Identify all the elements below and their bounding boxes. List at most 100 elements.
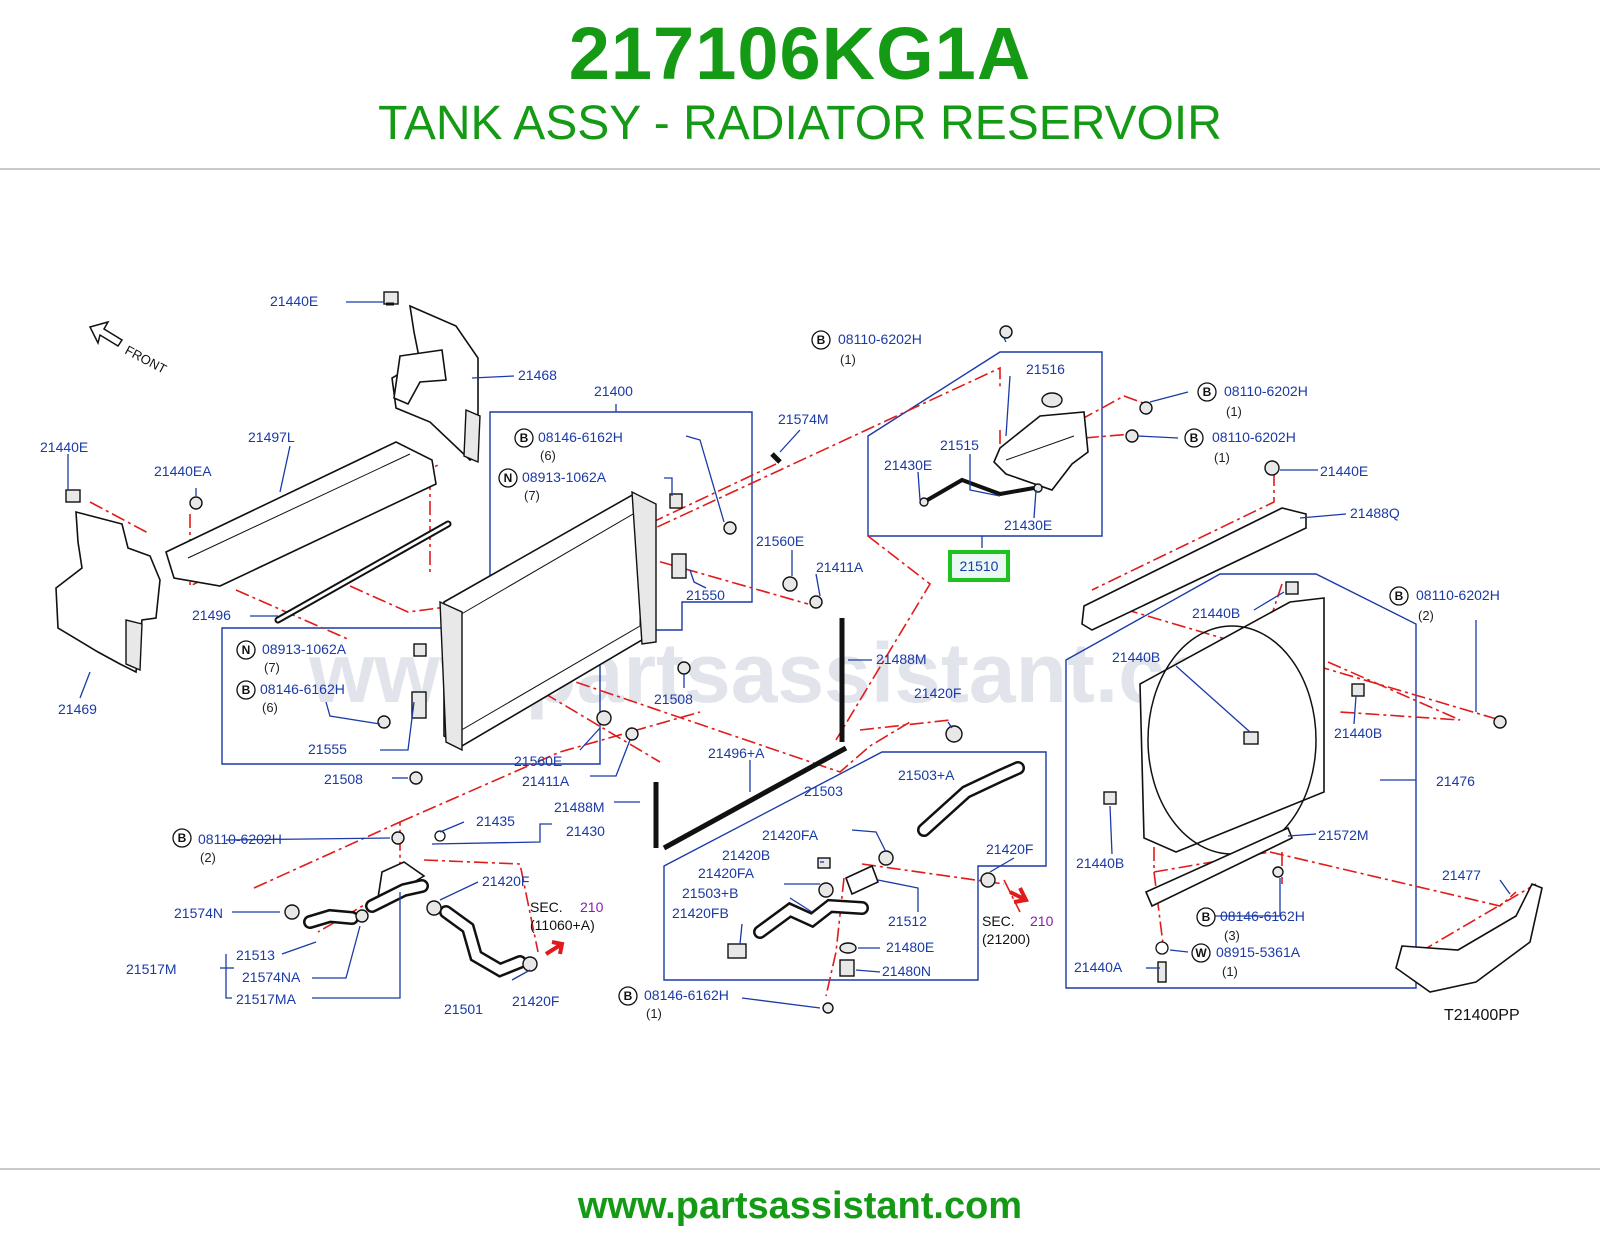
svg-text:B: B xyxy=(520,431,529,445)
sec-a-reference: (11060+A) xyxy=(530,917,595,933)
upper-panel-21497L xyxy=(165,441,437,587)
fan-shroud xyxy=(1139,597,1325,855)
footer-divider xyxy=(0,1168,1600,1170)
qty-08146-a: (6) xyxy=(540,448,556,463)
label-21440B-c: 21440B xyxy=(1334,725,1382,741)
lower-guide-21477 xyxy=(1395,882,1543,993)
clamp-21420F-a xyxy=(945,725,963,743)
page-footer: www.partsassistant.com xyxy=(0,1172,1600,1240)
reservoir-tank xyxy=(993,411,1089,491)
highlighted-part-label[interactable]: 21510 xyxy=(960,558,999,574)
part-number-title: 217106KG1A xyxy=(568,12,1032,95)
bolt-08146-b xyxy=(377,715,391,729)
qty-08110-c: (1) xyxy=(1214,450,1230,465)
label-21430E-b: 21430E xyxy=(1004,517,1052,533)
label-21430: 21430 xyxy=(566,823,605,839)
label-21440EA: 21440EA xyxy=(154,463,212,479)
label-21512: 21512 xyxy=(888,913,927,929)
washer-08915 xyxy=(1155,941,1169,955)
qty-08110-b: (1) xyxy=(1226,404,1242,419)
clamp-21574N xyxy=(284,904,300,920)
label-21503A: 21503+A xyxy=(898,767,955,783)
washer-21560E-b xyxy=(596,710,612,726)
bolt-08146-c xyxy=(1272,866,1284,878)
label-08913-a: 08913-1062A xyxy=(522,469,607,485)
label-21496: 21496 xyxy=(192,607,231,623)
bolt-08110-b xyxy=(1139,401,1153,415)
label-21574NA: 21574NA xyxy=(242,969,301,985)
gasket-21480E xyxy=(839,942,857,954)
clip-21440E-c xyxy=(1264,460,1280,476)
label-21560E-b: 21560E xyxy=(514,753,562,769)
svg-text:B: B xyxy=(624,989,633,1003)
label-21420F-a: 21420F xyxy=(914,685,961,701)
sec-arrow-a-icon xyxy=(544,940,565,956)
clamp-21420F-c xyxy=(426,900,442,916)
label-21497L: 21497L xyxy=(248,429,295,445)
label-21411A-b: 21411A xyxy=(522,773,570,789)
clip-21440B-a xyxy=(1285,581,1299,595)
clamp-21574NA xyxy=(355,909,369,923)
clip-08913-b xyxy=(413,643,427,657)
qty-08146-c: (3) xyxy=(1224,928,1240,943)
clip-21435 xyxy=(434,830,446,842)
label-21468: 21468 xyxy=(518,367,557,383)
label-08146-d: 08146-6162H xyxy=(644,987,729,1003)
label-21503: 21503 xyxy=(804,783,843,799)
label-21572M: 21572M xyxy=(1318,827,1369,843)
label-21574M: 21574M xyxy=(778,411,829,427)
sec-a-word: SEC. xyxy=(530,899,563,915)
label-21440B-a: 21440B xyxy=(1192,605,1240,621)
hose-group-box xyxy=(663,751,1047,981)
label-21430E-a: 21430E xyxy=(884,457,932,473)
bracket-top-right xyxy=(669,493,683,509)
label-21515: 21515 xyxy=(940,437,979,453)
label-21480N: 21480N xyxy=(882,963,931,979)
label-21501: 21501 xyxy=(444,1001,483,1017)
fan-shroud-group-box xyxy=(1065,573,1417,989)
leader-lines xyxy=(67,301,1511,1009)
highlighted-part-box[interactable] xyxy=(948,550,1010,582)
qty-08146-b: (6) xyxy=(262,700,278,715)
label-21488M-a: 21488M xyxy=(876,651,927,667)
label-21440E-c: 21440E xyxy=(1320,463,1368,479)
front-arrow-icon xyxy=(88,320,124,348)
bushing-21508-a xyxy=(677,661,691,675)
svg-text:B: B xyxy=(242,683,251,697)
label-21555: 21555 xyxy=(308,741,347,757)
connector-21512 xyxy=(844,864,880,896)
panel-21488Q xyxy=(1081,507,1307,631)
label-21420FA-a: 21420FA xyxy=(762,827,819,843)
svg-text:B: B xyxy=(817,333,826,347)
plug-21480N xyxy=(839,959,855,977)
sec-a-number: 210 xyxy=(580,899,604,915)
label-21496A: 21496+A xyxy=(708,745,765,761)
label-08913-b: 08913-1062A xyxy=(262,641,347,657)
washer-21560E-a xyxy=(782,576,798,592)
page-header: 217106KG1A TANK ASSY - RADIATOR RESERVOI… xyxy=(0,0,1600,168)
label-21469: 21469 xyxy=(58,701,97,717)
clip-21420B xyxy=(817,857,831,869)
label-21420F-b: 21420F xyxy=(986,841,1033,857)
bracket-21555 xyxy=(411,691,427,719)
air-guide-upper xyxy=(391,304,481,464)
label-08146-c: 08146-6162H xyxy=(1220,908,1305,924)
sec-arrow-b-icon xyxy=(1009,887,1029,904)
qty-08110-a: (1) xyxy=(840,352,856,367)
sec-b-reference: (21200) xyxy=(982,931,1030,947)
label-21516: 21516 xyxy=(1026,361,1065,377)
label-08110-d: 08110-6202H xyxy=(1416,587,1500,603)
label-08915: 08915-5361A xyxy=(1216,944,1301,960)
radiator-core xyxy=(439,490,657,752)
qty-08146-d: (1) xyxy=(646,1006,662,1021)
clip-21440B-b xyxy=(1243,731,1259,745)
label-08146-a: 08146-6162H xyxy=(538,429,623,445)
footer-website-link[interactable]: www.partsassistant.com xyxy=(577,1185,1023,1227)
clamp-21420FB xyxy=(727,943,747,959)
qty-08915: (1) xyxy=(1222,964,1238,979)
clip-21440B-c xyxy=(1351,683,1365,697)
svg-text:B: B xyxy=(1190,431,1199,445)
front-label: FRONT xyxy=(123,342,170,376)
bolt-08146-d xyxy=(822,1002,834,1014)
bolt-21411A-b xyxy=(625,727,639,741)
